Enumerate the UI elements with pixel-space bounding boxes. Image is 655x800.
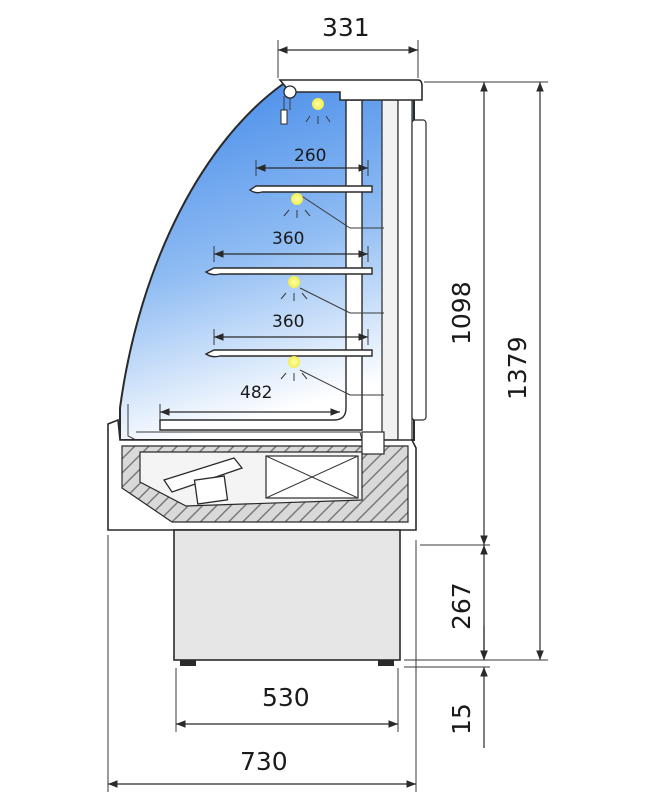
inner-height-label: 1098 <box>447 281 476 345</box>
evaporator-box <box>265 455 359 499</box>
outer-dimensions: 331 1098 1379 267 15 530 730 <box>107 13 548 792</box>
shelf-depth-label: 360 <box>272 312 304 332</box>
shelf <box>248 185 384 229</box>
shelf <box>204 349 384 396</box>
light-icon <box>280 356 308 381</box>
base-width-label: 530 <box>262 683 310 712</box>
shelf-depth-dimensions: 260 360 360 482 <box>159 146 369 420</box>
foot-height-label: 15 <box>447 703 476 735</box>
light-icon <box>280 276 308 301</box>
shelf-depth-label: 260 <box>294 146 326 166</box>
light-icon <box>305 98 331 124</box>
base-height-label: 267 <box>447 582 476 630</box>
light-icon <box>283 193 311 218</box>
rear-column <box>381 99 399 441</box>
cabinet <box>107 79 427 666</box>
total-height-label: 1379 <box>503 336 532 400</box>
top-width-label: 331 <box>322 13 370 42</box>
shelf-depth-label: 482 <box>240 383 272 403</box>
shelf-depth-label: 360 <box>272 229 304 249</box>
foot <box>378 660 394 666</box>
rear-handle <box>411 119 427 421</box>
foot <box>180 660 196 666</box>
rear-door-frame <box>397 87 413 444</box>
shelf <box>204 267 384 314</box>
sensor-fitting <box>280 85 297 125</box>
fan-motor <box>162 457 244 505</box>
back-wall <box>159 99 363 431</box>
total-width-label: 730 <box>240 747 288 776</box>
canopy <box>278 79 423 101</box>
base-stand <box>173 529 401 661</box>
